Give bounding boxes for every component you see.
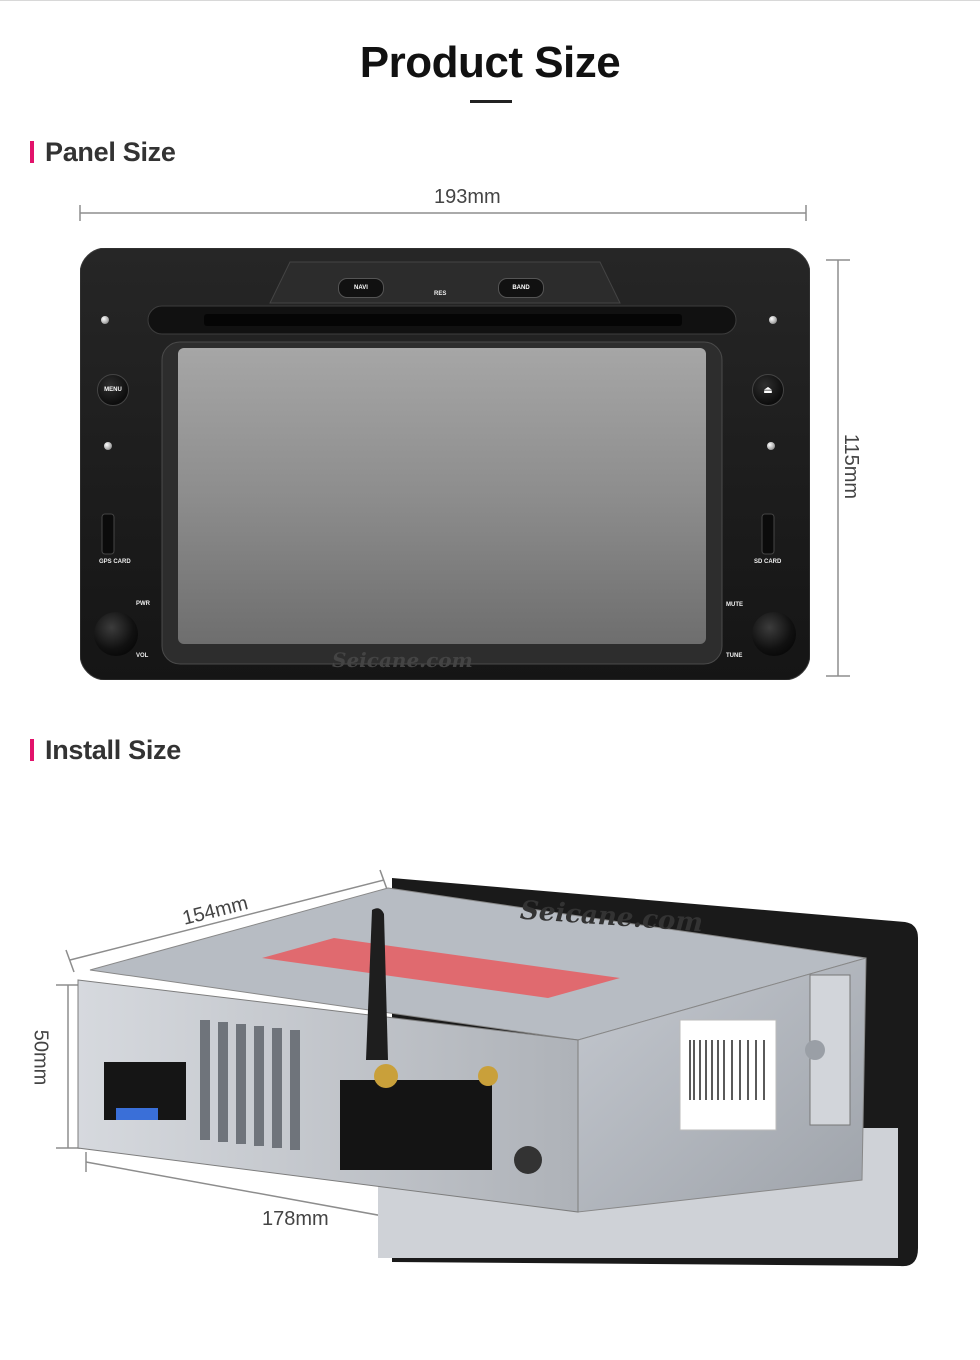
install-width-label: 178mm xyxy=(262,1208,329,1230)
section-title-panel-size: Panel Size xyxy=(45,136,176,167)
panel-body xyxy=(80,248,810,680)
tune-label: TUNE xyxy=(726,653,743,659)
menu-button[interactable]: MENU xyxy=(97,374,129,406)
screw-icon xyxy=(767,442,775,450)
vol-label: VOL xyxy=(136,653,149,659)
tune-knob[interactable] xyxy=(752,612,796,656)
section-heading-panel-size: Panel Size xyxy=(30,136,176,168)
band-button[interactable]: BAND xyxy=(498,278,544,298)
gps-card-label: GPS CARD xyxy=(99,559,131,565)
screw-icon xyxy=(101,316,109,324)
sd-card-label: SD CARD xyxy=(754,559,782,565)
section-heading-install-size: Install Size xyxy=(30,734,181,766)
head-unit-panel: NAVI BAND RES MENU ⏏ GPS CARD SD CARD PW… xyxy=(80,248,810,680)
accent-bar xyxy=(30,739,34,761)
volume-knob[interactable] xyxy=(94,612,138,656)
page-title: Product Size xyxy=(359,38,621,87)
res-label: RES xyxy=(434,291,447,297)
mute-label: MUTE xyxy=(726,602,743,608)
eject-icon[interactable]: ⏏ xyxy=(752,374,784,406)
install-height-label: 50mm xyxy=(29,1029,52,1086)
navi-button[interactable]: NAVI xyxy=(338,278,384,298)
accent-bar xyxy=(30,141,34,163)
screw-icon xyxy=(104,442,112,450)
section-title-install-size: Install Size xyxy=(45,734,181,765)
top-divider xyxy=(0,0,980,1)
title-underline xyxy=(470,100,512,103)
panel-width-label: 193mm xyxy=(434,186,501,208)
brand-watermark: Seicane.com xyxy=(332,648,473,672)
pwr-label: PWR xyxy=(136,601,150,607)
screw-icon xyxy=(769,316,777,324)
